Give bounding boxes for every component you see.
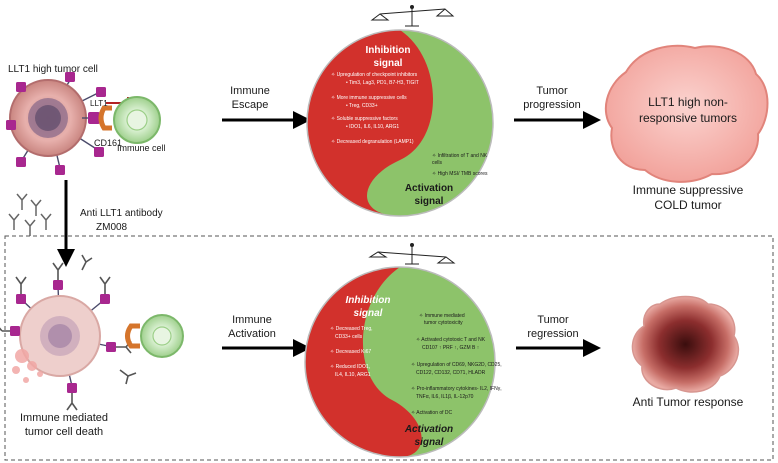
bottom-inhibition-title-1: Inhibition — [346, 295, 391, 306]
bottom-activation-item-1-l1: ✧ Activated cytotoxic T and NK — [416, 337, 486, 343]
llt1-high-tumor-cell — [6, 72, 106, 175]
regressing-tumor — [631, 295, 740, 393]
bottom-inhibition-item-0-l1: ✧ Decreased Treg, — [330, 326, 373, 332]
bottom-activation-item-4-l1: ✧ Activation of DC — [411, 410, 453, 416]
cold-tumor-caption-1: Immune suppressive — [633, 183, 744, 197]
cold-tumor-title-1: LLT1 high non- — [648, 95, 728, 109]
bottom-inhibition-item-2-l2: IL4, IL10, ARG1 — [335, 372, 371, 378]
bottom-activation-item-1-l2: CD107 ↑ PRF ↑, GZM B ↑ — [422, 345, 479, 351]
top-signal-balance — [306, 29, 494, 217]
antibody-icons — [8, 193, 52, 236]
immune-activation-label-1: Immune — [232, 314, 272, 326]
tumor-progression-label-2: progression — [523, 99, 580, 111]
top-inhibition-item-sub-0: • Tim3, Lag3, PD1, B7-H3, TIGIT — [346, 80, 419, 86]
tumor-cell-label: LLT1 high tumor cell — [8, 64, 98, 75]
cd161-label: CD161 — [94, 138, 122, 148]
immune-activation-label-2: Activation — [228, 328, 276, 340]
tumor-progression-label-1: Tumor — [536, 85, 568, 97]
tumor-regression-label-2: regression — [527, 328, 578, 340]
anti-tumor-response-label: Anti Tumor response — [633, 395, 744, 409]
cell-death-label-1: Immune mediated — [20, 412, 108, 424]
top-inhibition-title-2: signal — [374, 58, 403, 69]
top-inhibition-item-sub-2: • IDO1, IL6, IL10, ARG1 — [346, 124, 399, 130]
cold-tumor-mass — [604, 44, 769, 183]
bottom-inhibition-item-0-l2: CD33+ cells — [335, 334, 363, 340]
tumor-regression-label-1: Tumor — [537, 314, 569, 326]
bottom-activation-item-3-l2: TNFα, IL6, IL1β, IL-12p70 — [416, 394, 474, 400]
bottom-activation-item-3-l1: ✧ Pro-inflammatory cytokines- IL2, IFNγ, — [411, 386, 502, 392]
top-inhibition-item-head-3: ✧ Decreased degranulation (LAMP1) — [331, 139, 414, 145]
top-activation-item-0-l2: cells — [432, 160, 443, 166]
bottom-activation-title-1: Activation — [404, 424, 453, 435]
immune-cell-activated — [125, 314, 184, 358]
top-activation-item-0-l1: ✧ Infiltration of T and NK — [432, 153, 488, 159]
immune-cell-label: Immune cell — [117, 143, 166, 153]
llt1-label: LLT1 — [90, 99, 108, 108]
top-inhibition-list: ✧ Upregulation of checkpoint inhibitors … — [331, 72, 419, 145]
bottom-signal-balance — [304, 266, 496, 458]
top-inhibition-item-sub-1: • Treg, CD33+ — [346, 103, 378, 109]
bottom-activation-item-2-l1: ✧ Upregulation of CD69, NKG2D, CD25, — [411, 362, 502, 368]
top-inhibition-item-head-1: ✧ More immune suppressive cells — [331, 95, 407, 101]
balance-scale-icon-bottom — [368, 243, 456, 265]
top-activation-title-2: signal — [415, 196, 444, 207]
top-inhibition-item-head-2: ✧ Soluble suppressive factors — [331, 116, 398, 122]
bottom-inhibition-title-2: signal — [354, 308, 383, 319]
immune-cell — [113, 96, 161, 144]
antibody-label-2: ZM008 — [96, 222, 128, 233]
bottom-inhibition-item-1-l1: ✧ Decreased Ki67 — [330, 349, 371, 355]
top-inhibition-item-head-0: ✧ Upregulation of checkpoint inhibitors — [331, 72, 418, 78]
balance-scale-icon — [370, 5, 455, 27]
top-inhibition-title-1: Inhibition — [366, 45, 411, 56]
bottom-activation-title-2: signal — [415, 437, 444, 448]
cold-tumor-title-2: responsive tumors — [639, 111, 737, 125]
bottom-activation-item-0-l1: ✧ Immune mediated — [419, 313, 465, 319]
bottom-inhibition-list: ✧ Decreased Treg, CD33+ cells ✧ Decrease… — [330, 326, 373, 378]
top-activation-title-1: Activation — [405, 183, 453, 194]
cell-death-label-2: tumor cell death — [25, 426, 103, 438]
treated-section-border — [4, 235, 774, 461]
bottom-inhibition-item-2-l1: ✧ Reduced IDO1, — [330, 364, 370, 370]
dying-tumor-cell — [0, 254, 137, 411]
cold-tumor-caption-2: COLD tumor — [654, 198, 721, 212]
immune-escape-label-1: Immune — [230, 85, 270, 97]
bottom-activation-item-2-l2: CD122, CD132, CD71, HLADR — [416, 370, 486, 376]
top-activation-item-1-l1: ✧ High MSI/ TMB scores — [432, 171, 488, 177]
top-activation-list: ✧ Infiltration of T and NK cells ✧ High … — [432, 153, 488, 177]
antibody-label-1: Anti LLT1 antibody — [80, 208, 163, 219]
immune-escape-label-2: Escape — [232, 99, 269, 111]
bottom-activation-list: ✧ Immune mediated tumor cytotoxicity ✧ A… — [411, 313, 502, 416]
bottom-activation-item-0-l2: tumor cytotoxicity — [424, 320, 463, 326]
